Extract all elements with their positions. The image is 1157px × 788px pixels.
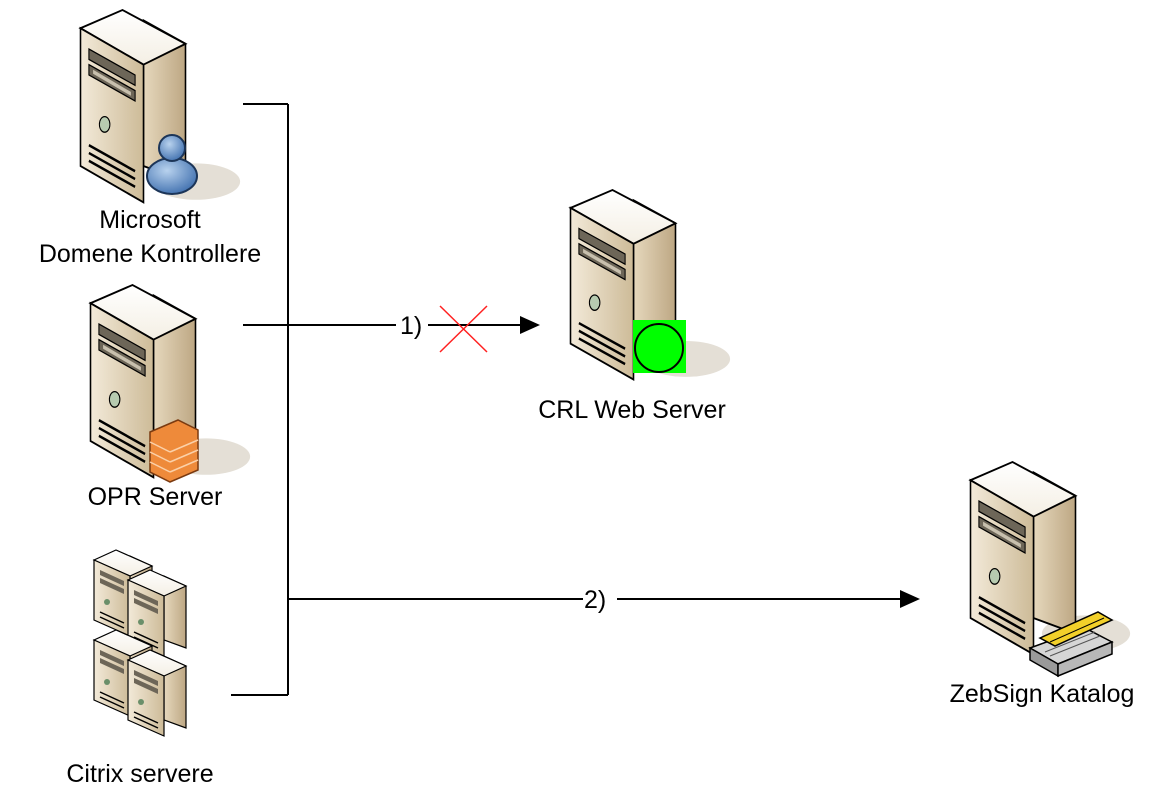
- user-icon: [146, 134, 198, 195]
- green-status-icon: [633, 320, 686, 373]
- opr-server-label: OPR Server: [88, 483, 223, 511]
- citrix-servers-label: Citrix servere: [66, 760, 213, 788]
- connection-2-label: 2): [584, 586, 606, 614]
- zebsign-server-icon: [969, 460, 1132, 656]
- zebsign-arrowhead: [900, 590, 920, 608]
- citrix-servers-icon: [93, 549, 187, 737]
- blocked-x-icon: [439, 305, 488, 353]
- domain-controller-label-line2: Domene Kontrollere: [39, 240, 261, 268]
- crl-web-server-label: CRL Web Server: [538, 396, 726, 424]
- connector-lines: [231, 103, 920, 696]
- connection-1-label: 1): [400, 312, 422, 340]
- crl-arrowhead: [520, 316, 540, 334]
- zebsign-catalog-label: ZebSign Katalog: [950, 680, 1135, 708]
- firewall-icon: [149, 419, 199, 483]
- domain-controller-label-line1: Microsoft: [99, 206, 200, 234]
- card-reader-icon: [1028, 611, 1114, 678]
